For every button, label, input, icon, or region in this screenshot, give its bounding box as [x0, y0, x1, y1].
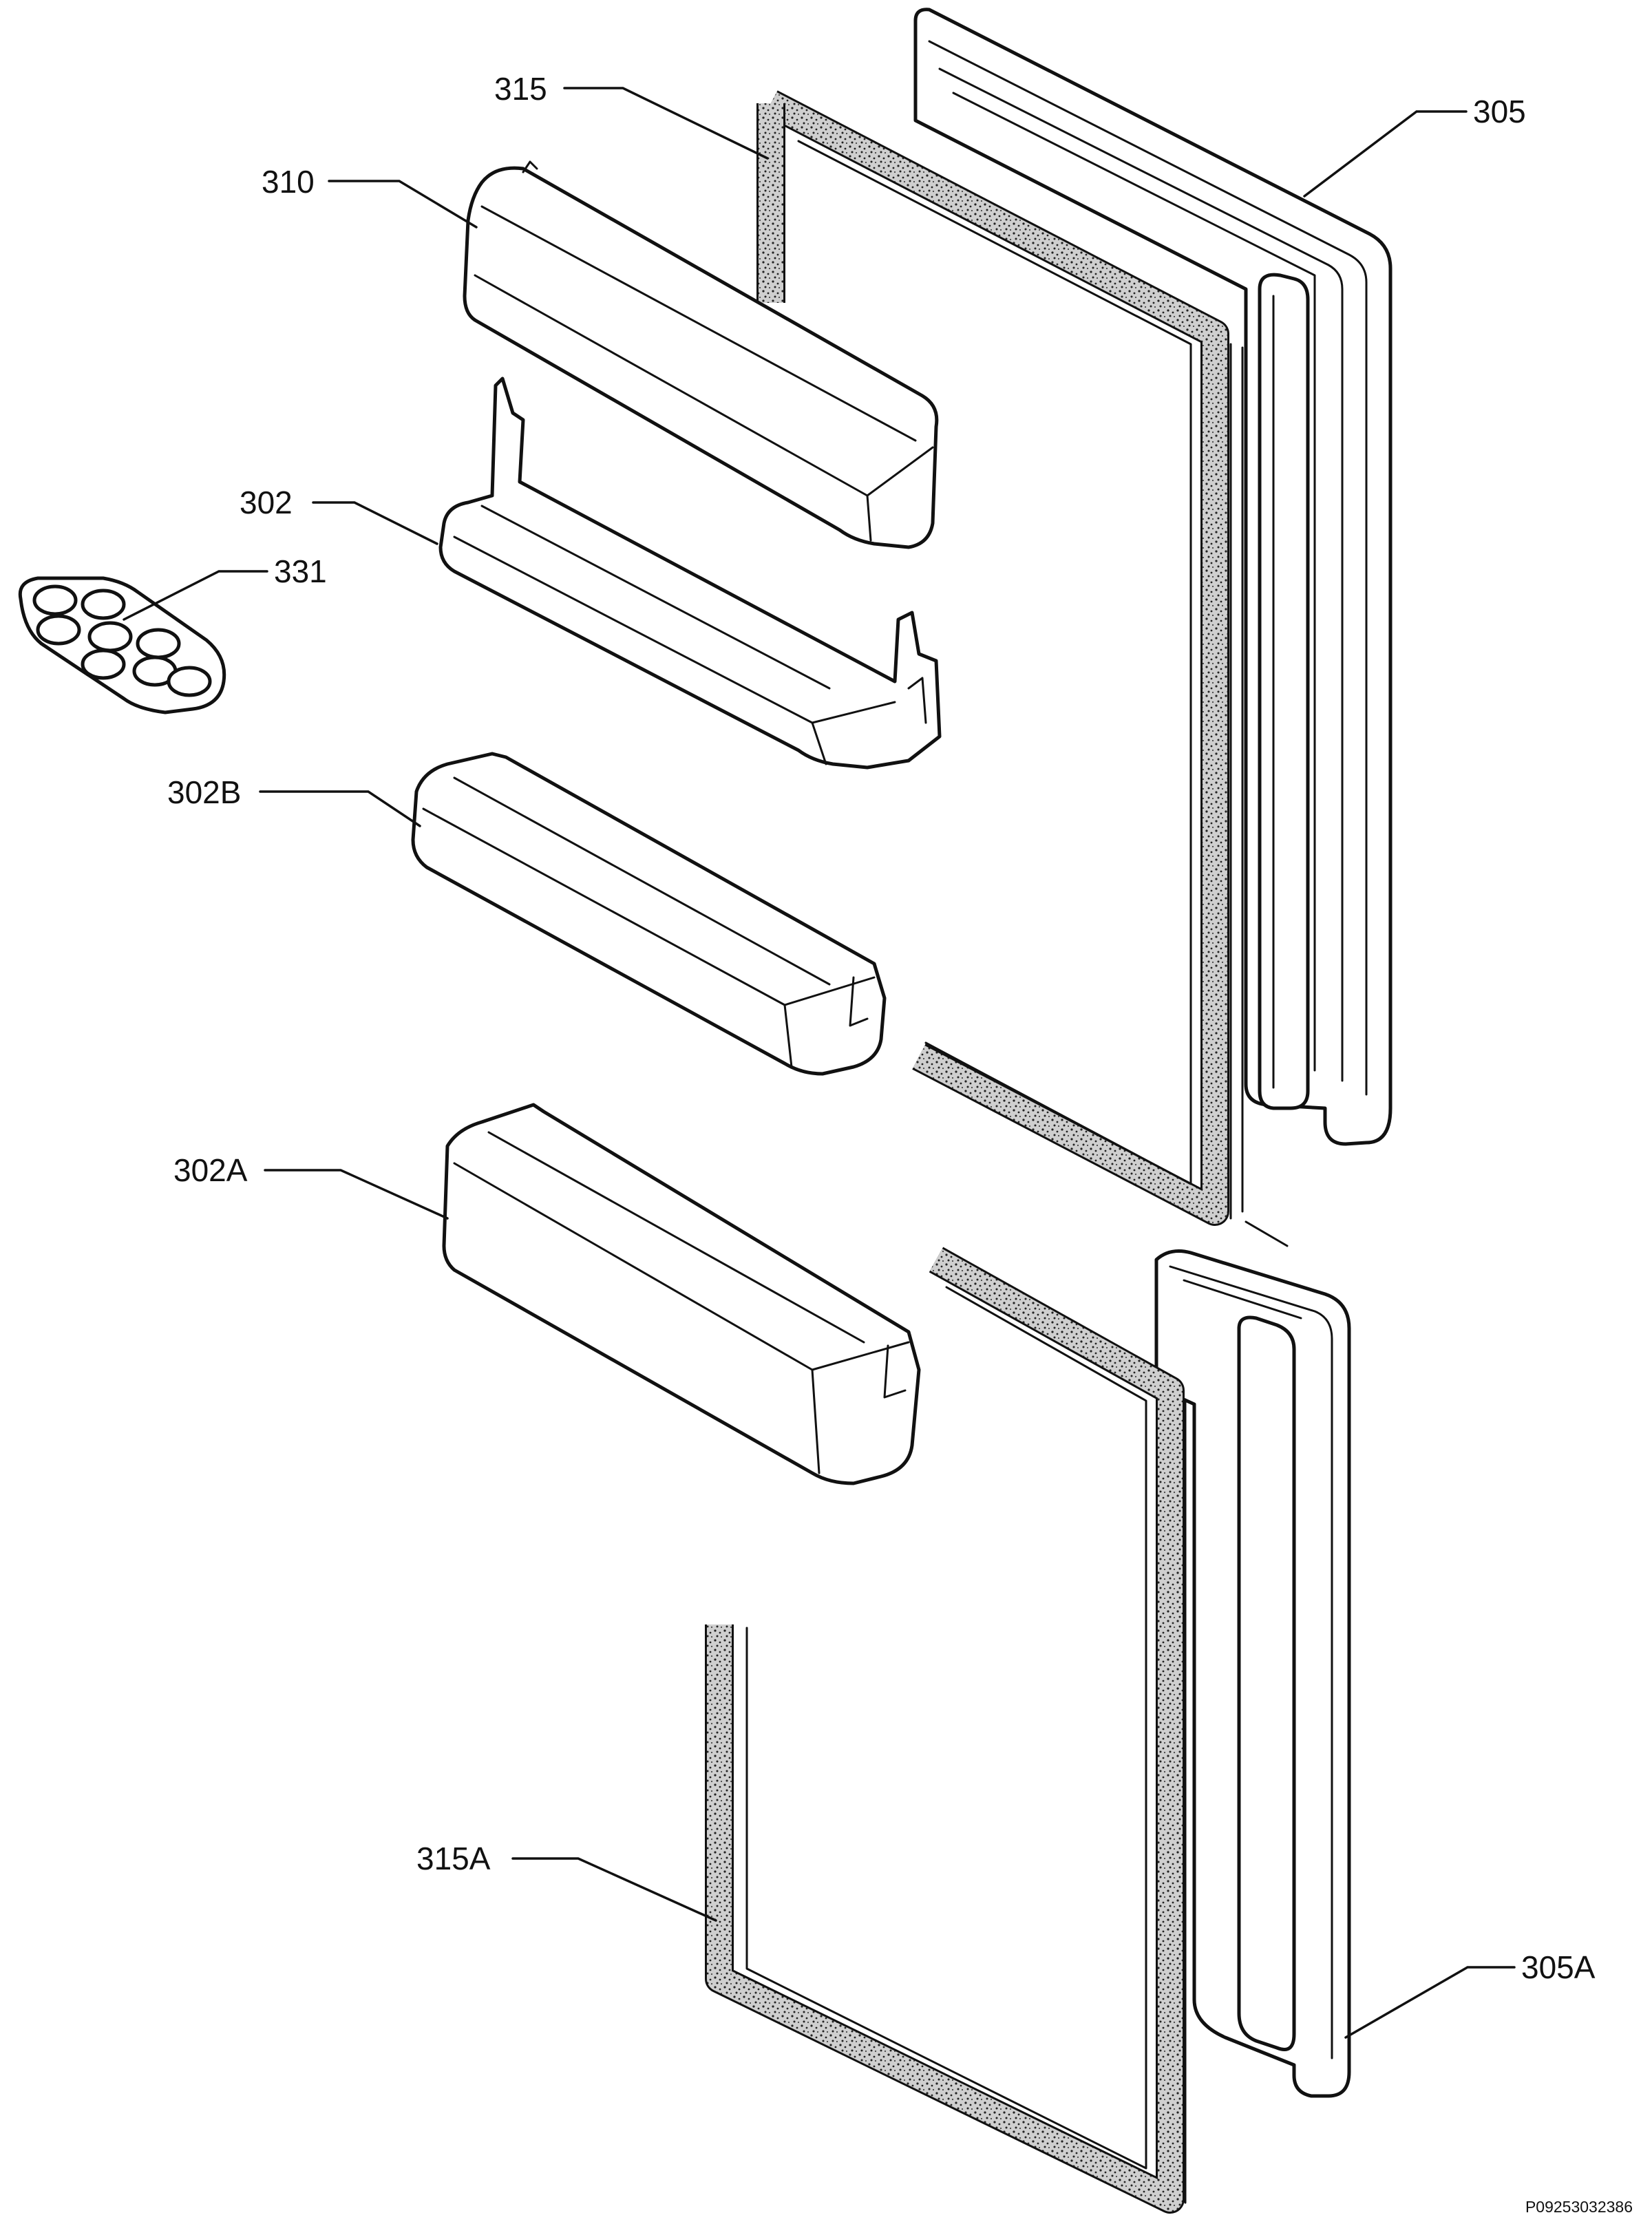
lower-door-panel	[1154, 1220, 1351, 2098]
egg-tray	[18, 576, 226, 714]
door-shelf-302	[438, 377, 942, 770]
callout-315: 315	[494, 71, 547, 107]
leader-315a	[511, 1857, 717, 1922]
leader-lines	[123, 87, 1516, 2039]
callout-310: 310	[262, 164, 315, 200]
callout-labels: 315 305 310 302 331 302B 302A 315A 305A	[167, 71, 1596, 1985]
callout-302: 302	[240, 485, 293, 520]
dairy-compartment-lid	[463, 160, 939, 549]
leader-302a	[264, 1169, 449, 1220]
lower-door-gasket	[705, 1247, 1187, 2214]
callout-331: 331	[274, 553, 327, 589]
callout-315a: 315A	[416, 1841, 491, 1876]
leader-302	[312, 501, 438, 545]
callout-302b: 302B	[167, 774, 241, 810]
leader-302b	[259, 790, 421, 827]
upper-door-gasket	[756, 90, 1244, 1226]
leader-331	[123, 570, 268, 621]
leader-315	[563, 87, 769, 160]
callout-305: 305	[1473, 94, 1526, 129]
leader-310	[328, 180, 478, 229]
callout-305a: 305A	[1521, 1949, 1596, 1985]
document-id: P09253032386	[1525, 2198, 1633, 2216]
leader-305a	[1344, 1966, 1516, 2039]
door-shelf-302b	[411, 752, 887, 1076]
leader-305	[1303, 110, 1468, 198]
upper-door-panel	[913, 8, 1392, 1146]
door-shelf-302a	[442, 1103, 921, 1485]
callout-302a: 302A	[173, 1152, 248, 1188]
